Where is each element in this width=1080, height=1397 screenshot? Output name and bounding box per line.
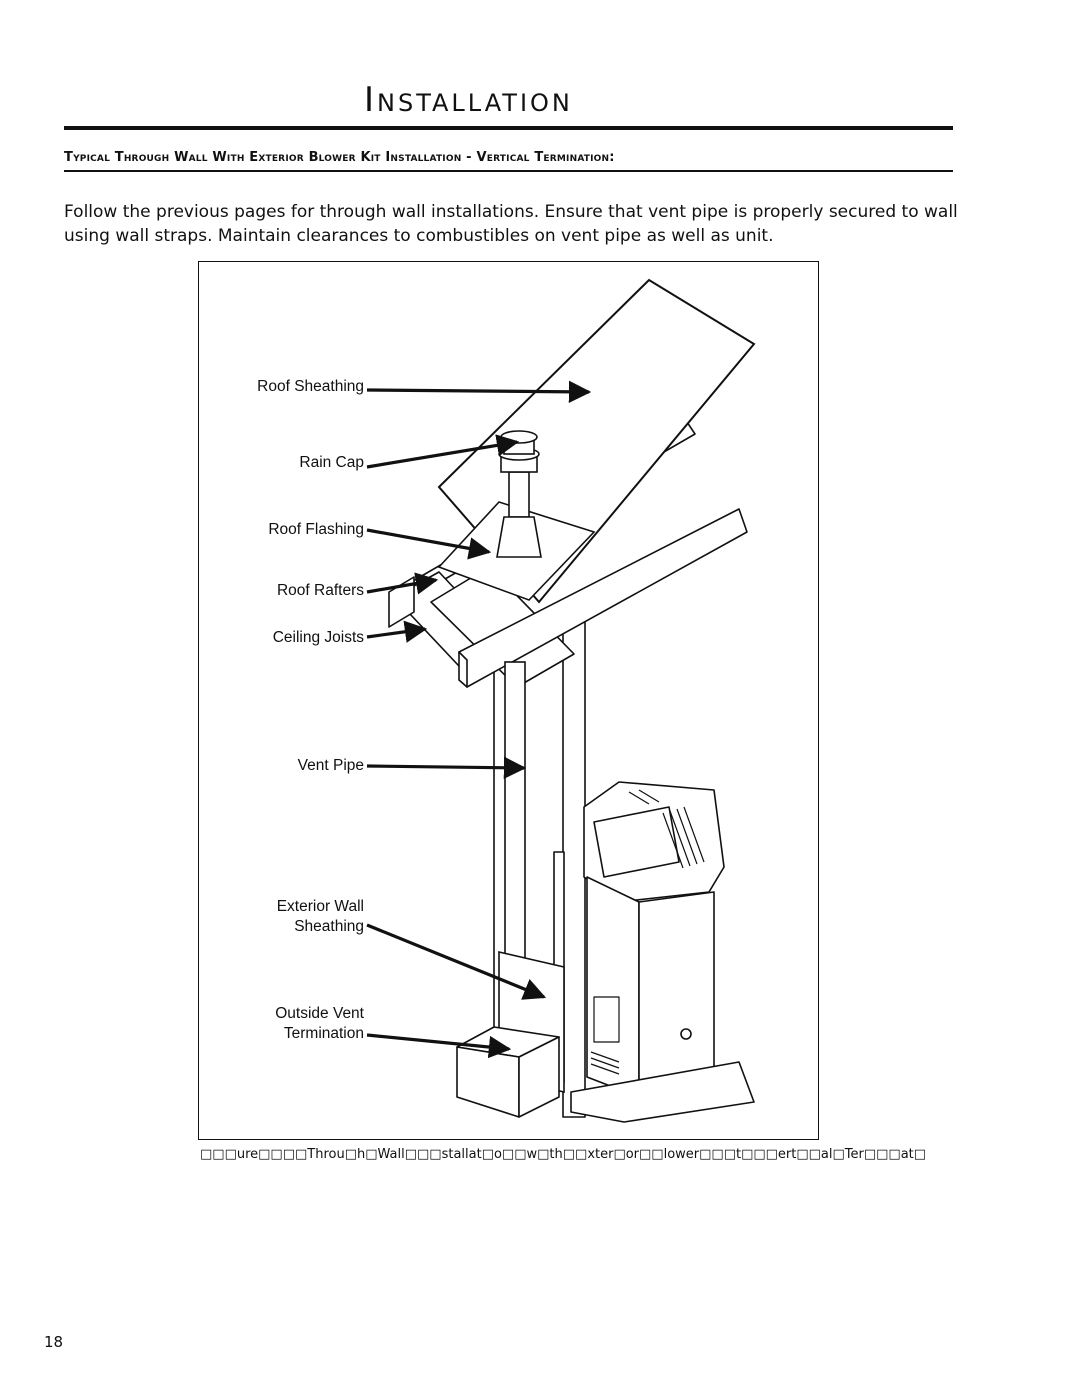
page-title: Installation xyxy=(364,80,573,120)
label-outside-vent-line2: Termination xyxy=(283,1025,364,1042)
label-roof-sheathing: Roof Sheathing xyxy=(257,378,364,395)
label-outside-vent-line1: Outside Vent xyxy=(275,1005,364,1022)
label-rain-cap: Rain Cap xyxy=(299,454,364,471)
label-vent-pipe: Vent Pipe xyxy=(297,757,364,774)
label-exterior-wall-line1: Exterior Wall xyxy=(276,898,364,915)
installation-diagram: Roof Sheathing Rain Cap Roof Flashing Ro… xyxy=(198,261,819,1140)
diagram-drawing xyxy=(366,278,756,1123)
label-exterior-wall-line2: Sheathing xyxy=(294,918,364,935)
label-roof-rafters: Roof Rafters xyxy=(276,582,364,599)
page-number: 18 xyxy=(44,1333,64,1351)
label-ceiling-joists: Ceiling Joists xyxy=(272,629,364,646)
section-heading-underline xyxy=(64,170,953,172)
section-heading: Typical Through Wall With Exterior Blowe… xyxy=(64,150,615,165)
outside-vent-termination-box xyxy=(456,1026,560,1118)
title-underline xyxy=(64,126,953,130)
figure-caption: □□□ure□□□□Throu□h□Wall□□□stallat□o□□w□th… xyxy=(200,1147,927,1162)
pellet-stove-drawing xyxy=(553,781,755,1123)
intro-paragraph: Follow the previous pages for through wa… xyxy=(64,202,958,246)
label-roof-flashing: Roof Flashing xyxy=(268,521,364,538)
callout-arrows xyxy=(366,380,592,1059)
